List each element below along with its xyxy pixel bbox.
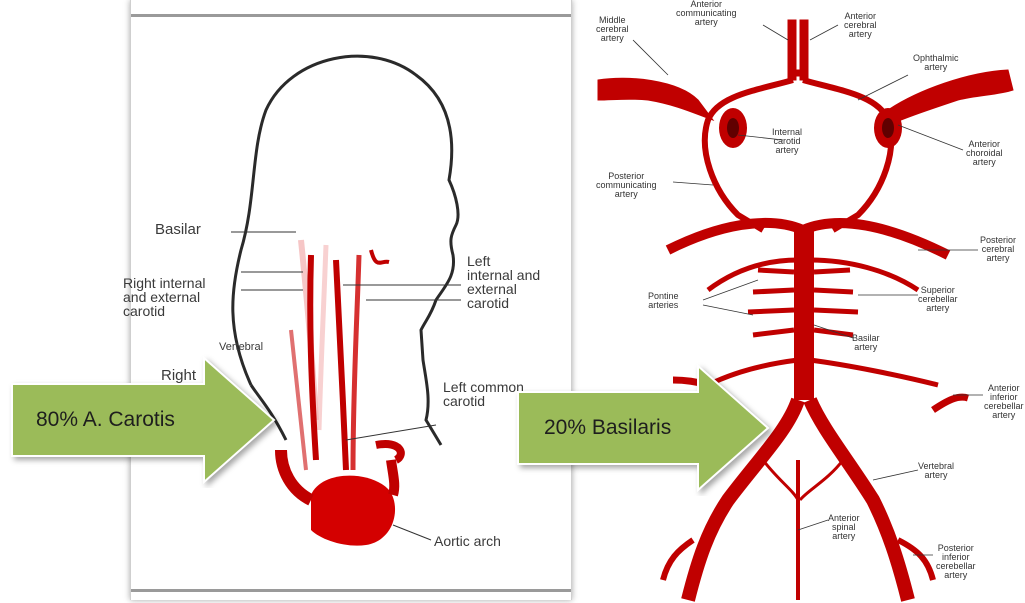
- carotis-callout-label: 80% A. Carotis: [36, 408, 175, 432]
- label-posterior-communicating-artery: Posterior communicating artery: [596, 172, 657, 199]
- label-aortic-arch: Aortic arch: [434, 534, 501, 548]
- basilar-trunk: [794, 230, 814, 400]
- left-diagram-panel: Basilar Right internal and external caro…: [130, 0, 572, 600]
- label-vertebral-artery: Vertebral artery: [918, 462, 954, 480]
- label-anterior-choroidal-artery: Anterior choroidal artery: [966, 140, 1003, 167]
- label-anterior-cerebral-artery: Anterior cerebral artery: [844, 12, 877, 39]
- label-left-internal-external-carotid: Left internal and external carotid: [467, 254, 540, 310]
- label-right-internal-external-carotid: Right internal and external carotid: [123, 276, 206, 318]
- label-middle-cerebral-artery: Middle cerebral artery: [596, 16, 629, 43]
- basilaris-callout-label: 20% Basilaris: [544, 416, 671, 440]
- label-superior-cerebellar-artery: Superior cerebellar artery: [918, 286, 958, 313]
- left-middle-cerebral: [598, 78, 713, 120]
- label-basilar: Basilar: [155, 222, 201, 237]
- label-basilar-artery: Basilar artery: [852, 334, 880, 352]
- right-diagram-panel: Middle cerebral artery Anterior communic…: [588, 0, 1025, 603]
- basilaris-callout-arrow: 20% Basilaris: [514, 360, 776, 496]
- label-anterior-spinal-artery: Anterior spinal artery: [828, 514, 860, 541]
- label-internal-carotid-artery: Internal carotid artery: [772, 128, 802, 155]
- label-pontine-arteries: Pontine arteries: [648, 292, 679, 310]
- label-anterior-inferior-cerebellar-artery: Anterior inferior cerebellar artery: [984, 384, 1024, 420]
- aortic-arch: [311, 476, 395, 546]
- label-anterior-communicating-artery: Anterior communicating artery: [676, 0, 737, 27]
- label-posterior-inferior-cerebellar-artery: Posterior inferior cerebellar artery: [936, 544, 976, 580]
- label-left-common-carotid: Left common carotid: [443, 380, 524, 408]
- label-ophthalmic-artery: Ophthalmic artery: [913, 54, 959, 72]
- circle-of-willis: [705, 80, 891, 230]
- carotis-callout-arrow: 80% A. Carotis: [8, 352, 280, 488]
- label-posterior-cerebral-artery: Posterior cerebral artery: [980, 236, 1016, 263]
- left-carotid-vessel: [336, 260, 346, 470]
- right-carotid-vessel: [310, 255, 316, 460]
